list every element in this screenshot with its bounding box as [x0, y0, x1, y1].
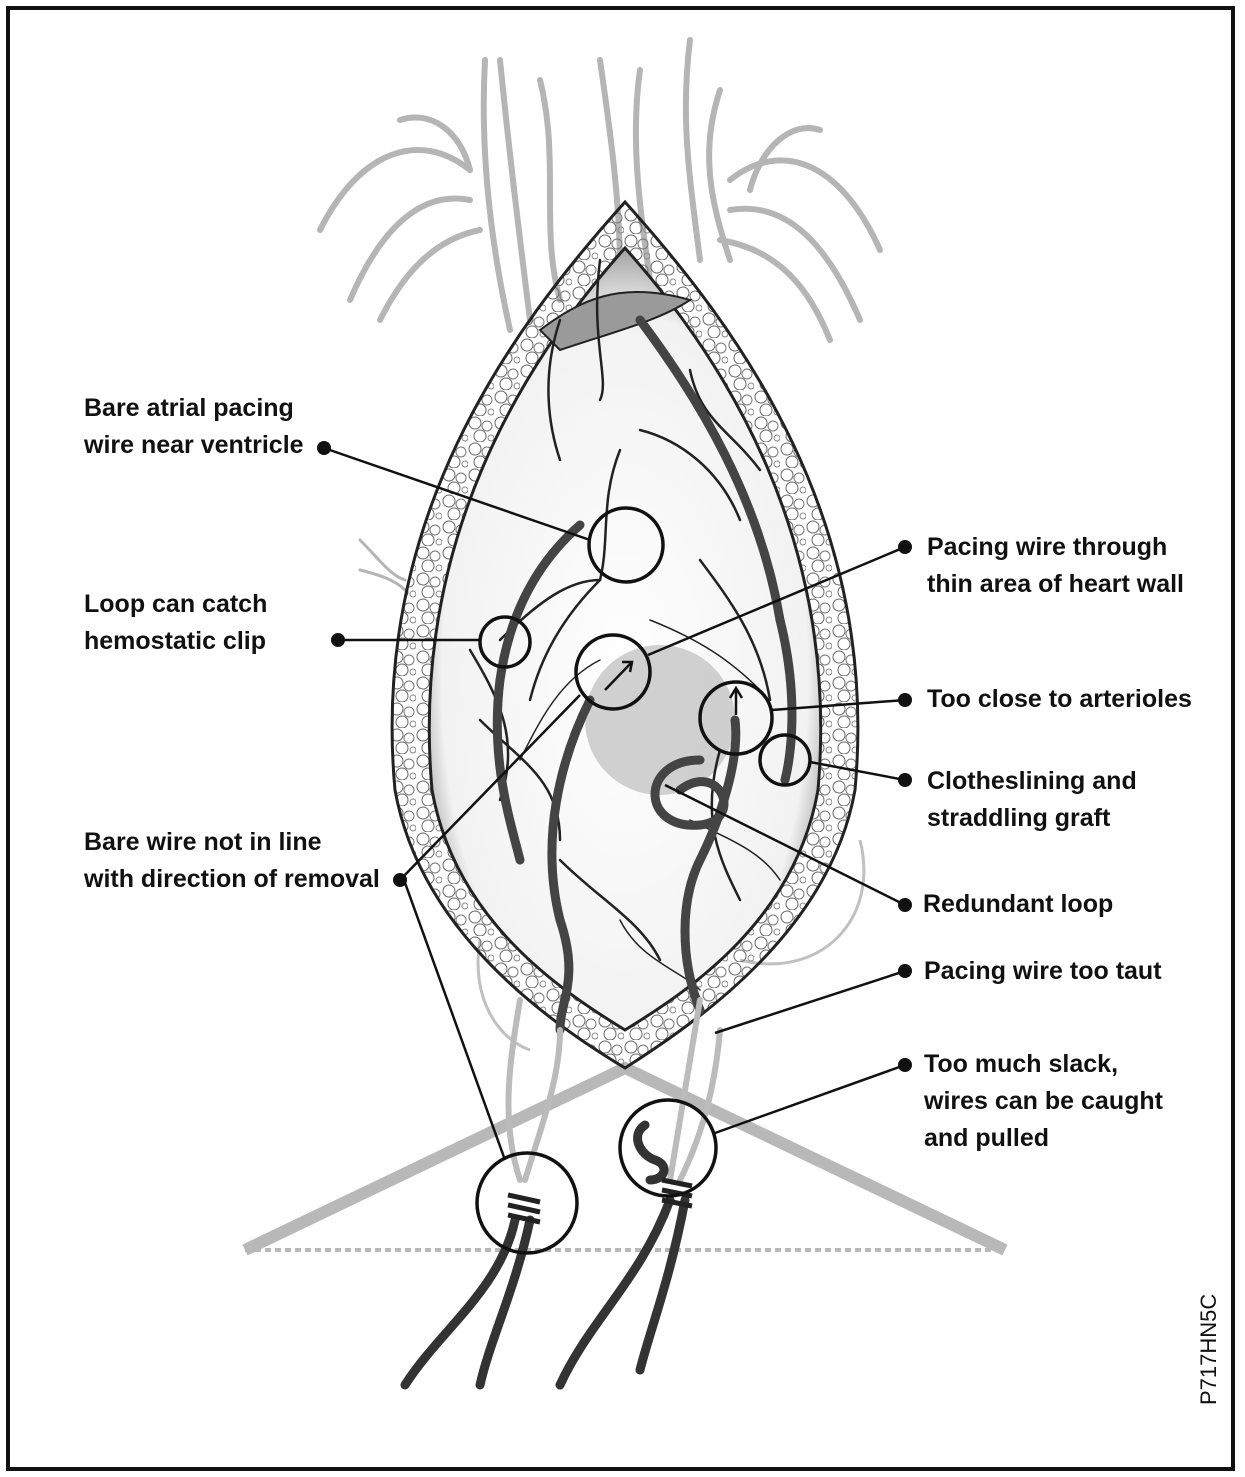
- callout-slack-line3: and pulled: [924, 1120, 1163, 1157]
- callout-loop-clip-line1: Loop can catch: [84, 586, 267, 623]
- callout-thin-wall-line1: Pacing wire through: [927, 529, 1184, 566]
- figure-id: P717HN5C: [1196, 1294, 1222, 1405]
- callout-arterioles: Too close to arterioles: [927, 681, 1192, 718]
- callout-redundant: Redundant loop: [923, 886, 1113, 923]
- callout-thin-wall: Pacing wire through thin area of heart w…: [927, 529, 1184, 603]
- sternum-outline: [245, 1068, 1005, 1250]
- callout-slack: Too much slack, wires can be caught and …: [924, 1046, 1163, 1157]
- callout-bare-atrial: Bare atrial pacing wire near ventricle: [84, 390, 304, 464]
- callout-bare-wire-line2: with direction of removal: [84, 861, 380, 898]
- callout-slack-line2: wires can be caught: [924, 1083, 1163, 1120]
- callout-clotheslining-line1: Clotheslining and: [927, 763, 1137, 800]
- callout-bare-atrial-line2: wire near ventricle: [84, 427, 304, 464]
- callout-too-taut: Pacing wire too taut: [924, 953, 1162, 990]
- callout-bare-atrial-line1: Bare atrial pacing: [84, 390, 304, 427]
- callout-loop-clip: Loop can catch hemostatic clip: [84, 586, 267, 660]
- callout-bare-wire-line1: Bare wire not in line: [84, 824, 380, 861]
- callout-clotheslining-line2: straddling graft: [927, 800, 1137, 837]
- callout-loop-clip-line2: hemostatic clip: [84, 623, 267, 660]
- callout-slack-line1: Too much slack,: [924, 1046, 1163, 1083]
- callout-redundant-line1: Redundant loop: [923, 886, 1113, 923]
- callout-too-taut-line1: Pacing wire too taut: [924, 953, 1162, 990]
- callout-bare-wire: Bare wire not in line with direction of …: [84, 824, 380, 898]
- callout-clotheslining: Clotheslining and straddling graft: [927, 763, 1137, 837]
- external-wire-tails: [405, 1125, 685, 1385]
- callout-arterioles-line1: Too close to arterioles: [927, 681, 1192, 718]
- callout-thin-wall-line2: thin area of heart wall: [927, 566, 1184, 603]
